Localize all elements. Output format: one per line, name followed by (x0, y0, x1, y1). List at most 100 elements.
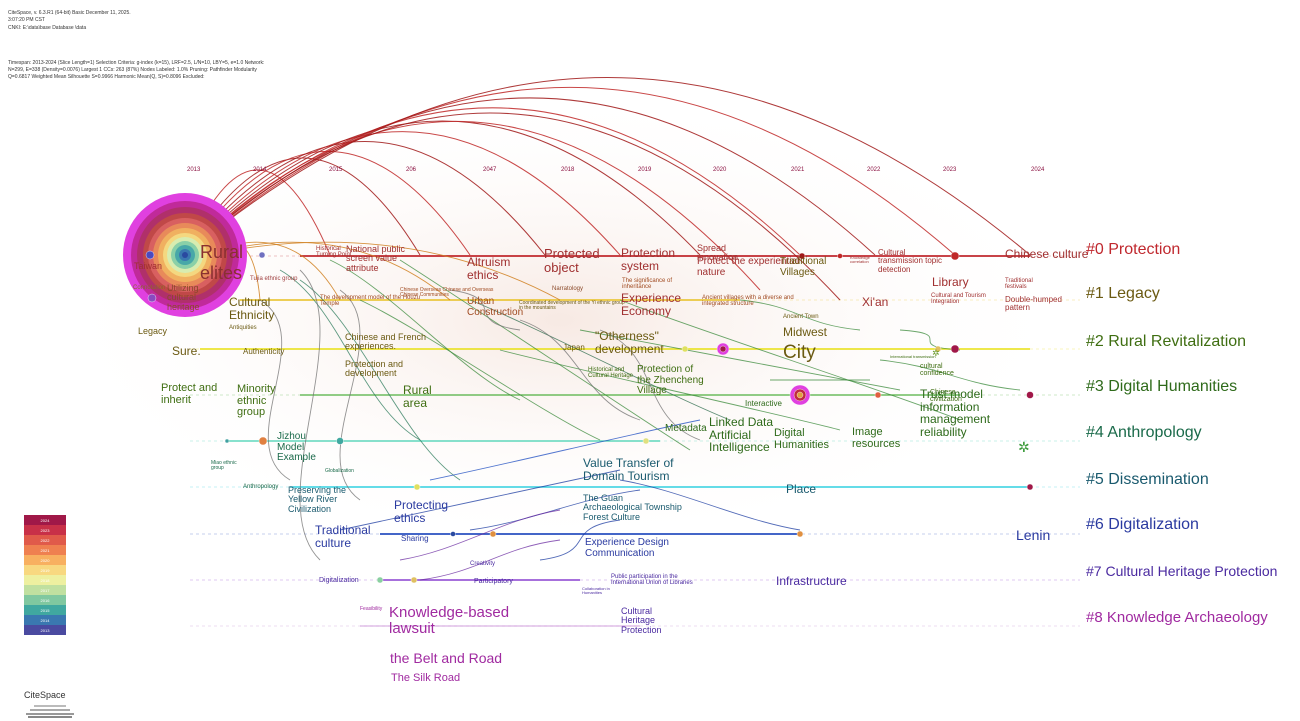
cluster-label: #3 Digital Humanities (1086, 378, 1238, 395)
connection-curve (619, 479, 801, 531)
legend-swatch: 2020 (24, 555, 66, 565)
node-label: The significance of inheritance (622, 278, 673, 291)
network-node (410, 576, 418, 584)
node-label: Metadata (665, 423, 707, 434)
node-label: Utilizing cultural heritage (167, 283, 200, 312)
node-label: Protecting ethics (394, 498, 449, 525)
connection-curve (499, 349, 841, 431)
node-label: the Belt and Road (390, 650, 503, 666)
node-label: Minority ethnic group (237, 383, 276, 419)
connection-curve (399, 509, 561, 561)
network-node (1026, 391, 1034, 399)
network-node (681, 345, 689, 353)
node-label: City (783, 342, 816, 363)
network-node (642, 437, 650, 445)
cluster-label: #6 Digitalization (1086, 516, 1199, 533)
network-node (147, 293, 157, 303)
year-tick: 2022 (867, 167, 881, 173)
node-label: Historical and Cultural Heritage (588, 367, 634, 380)
node-label: Public participation in the Internationa… (611, 574, 693, 587)
node-label: Protection and development (345, 359, 404, 379)
node-label: Narratology (552, 286, 584, 292)
network-node (950, 344, 960, 354)
header-time: 3:07:20 PM CST (8, 17, 45, 23)
citation-arc (184, 141, 546, 256)
year-tick: 2019 (638, 167, 652, 173)
node-label: The Guan Archaeological Township Forest … (583, 493, 682, 522)
background-glow (40, 90, 1080, 550)
legend-swatch: 2016 (24, 595, 66, 605)
node-label: Image resources (852, 426, 901, 450)
connection-curve (399, 259, 691, 451)
cluster-label: #1 Legacy (1086, 285, 1160, 302)
connection-curve (469, 489, 641, 531)
node-label: Coordinated development of the Yi ethnic… (519, 300, 625, 312)
connection-curve (739, 299, 861, 331)
node-label: Participatory (474, 578, 513, 585)
node-label: Miao ethnic group (211, 460, 237, 472)
network-node (796, 391, 804, 399)
node-label: cultural confidence (920, 363, 954, 378)
node-label: Feasibility (360, 606, 383, 612)
node-label: Spread innovation (697, 243, 739, 263)
legend-swatch: 2013 (24, 625, 66, 635)
node-label: Midwest (783, 325, 828, 339)
node-label: "Otherness" development (595, 329, 664, 356)
year-tick: 2014 (253, 167, 267, 173)
node-label: Traditional culture (315, 523, 371, 550)
node-label: Sure. (172, 344, 201, 358)
citespace-brand: CiteSpace (24, 690, 66, 700)
cluster-label: #2 Rural Revitalization (1086, 333, 1247, 350)
cluster-label: #5 Dissemination (1086, 471, 1209, 488)
node-label: Anthropology (243, 484, 279, 490)
connection-curve (519, 319, 641, 421)
node-label: Linked Data Artificial Intelligence (709, 415, 774, 455)
connection-curve (299, 269, 321, 561)
network-node (145, 250, 155, 260)
node-label: Trust model information management relia… (920, 387, 991, 439)
network-node (258, 436, 268, 446)
citespace-logo (26, 705, 74, 718)
network-node (934, 345, 942, 353)
cluster-marker-icon: ✲ (932, 349, 940, 359)
connection-curve (359, 299, 601, 441)
node-label: Experience Economy (621, 291, 682, 318)
connection-curve (339, 289, 361, 501)
year-tick: 2021 (791, 167, 805, 173)
node-label: Protect the experiential nature (697, 256, 800, 278)
node-label: Value Transfer of Domain Tourism (583, 456, 674, 483)
legend-swatch: 2021 (24, 545, 66, 555)
year-tick: 2020 (713, 167, 727, 173)
network-node (489, 530, 497, 538)
legend-swatch: 2018 (24, 575, 66, 585)
year-tick: 2047 (483, 167, 497, 173)
node-label: Traditional Villages (780, 256, 827, 278)
connection-curve (469, 299, 731, 421)
network-node (258, 251, 266, 259)
citation-arc (184, 120, 761, 291)
node-label: elites (200, 263, 243, 283)
node-label: Globalization (325, 468, 354, 474)
node-label: Taiwan (134, 261, 163, 271)
node-label: Interactive (745, 399, 782, 408)
citation-arc (184, 87, 956, 256)
citation-arc (184, 76, 1031, 256)
legend-swatch: 2014 (24, 615, 66, 625)
legend-swatch: 2017 (24, 585, 66, 595)
cluster-label: #0 Protection (1086, 241, 1181, 258)
legend-swatch: 2015 (24, 605, 66, 615)
connection-curve (879, 359, 1021, 391)
node-label: Protection system (621, 246, 676, 273)
network-node (837, 253, 843, 259)
network-node (336, 437, 344, 445)
node-label: Chinese Overseas Chinese and Overseas Ch… (400, 287, 494, 299)
node-label: Infrastructure (776, 574, 847, 588)
node-label: Preserving the Yellow River Civilization (288, 485, 347, 514)
node-label: Altruism ethics (467, 255, 511, 282)
node-label: Antiquities (229, 325, 257, 331)
network-node (798, 252, 806, 260)
year-tick: 2013 (187, 167, 201, 173)
